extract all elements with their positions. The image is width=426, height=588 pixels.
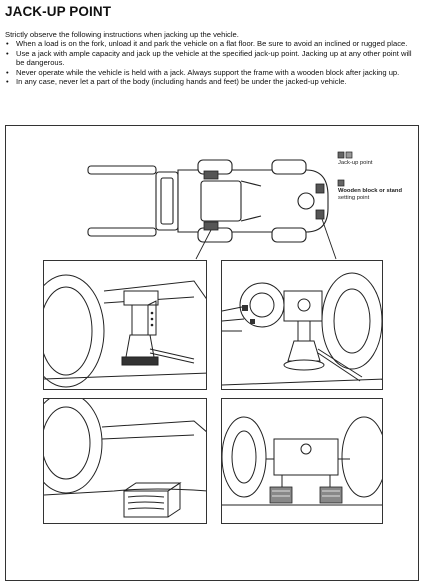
jack-rear-drawing bbox=[222, 272, 382, 386]
block-rear-drawing bbox=[222, 416, 382, 506]
intro-text: Strictly observe the following instructi… bbox=[5, 30, 239, 39]
jack-up-illustration: Jack-up point Wooden block or stand sett… bbox=[5, 125, 419, 581]
legend-jackup: Jack-up point bbox=[338, 160, 373, 166]
instruction-item: When a load is on the fork, unload it an… bbox=[5, 39, 421, 49]
panel-front-jack bbox=[43, 260, 207, 390]
forklift-top-view bbox=[87, 151, 353, 260]
instruction-list: When a load is on the fork, unload it an… bbox=[5, 39, 421, 87]
page-title: JACK-UP POINT bbox=[5, 4, 112, 19]
panel-rear-block bbox=[221, 398, 383, 524]
block-front-drawing bbox=[44, 399, 206, 518]
legend-block: Wooden block or stand setting point bbox=[338, 188, 402, 201]
instruction-item: In any case, never let a part of the bod… bbox=[5, 77, 421, 87]
panel-front-block bbox=[43, 398, 207, 524]
instruction-item: Use a jack with ample capacity and jack … bbox=[5, 49, 421, 68]
instruction-item: Never operate while the vehicle is held … bbox=[5, 68, 421, 78]
jack-front-drawing bbox=[44, 274, 206, 388]
panel-rear-jack bbox=[221, 260, 383, 390]
